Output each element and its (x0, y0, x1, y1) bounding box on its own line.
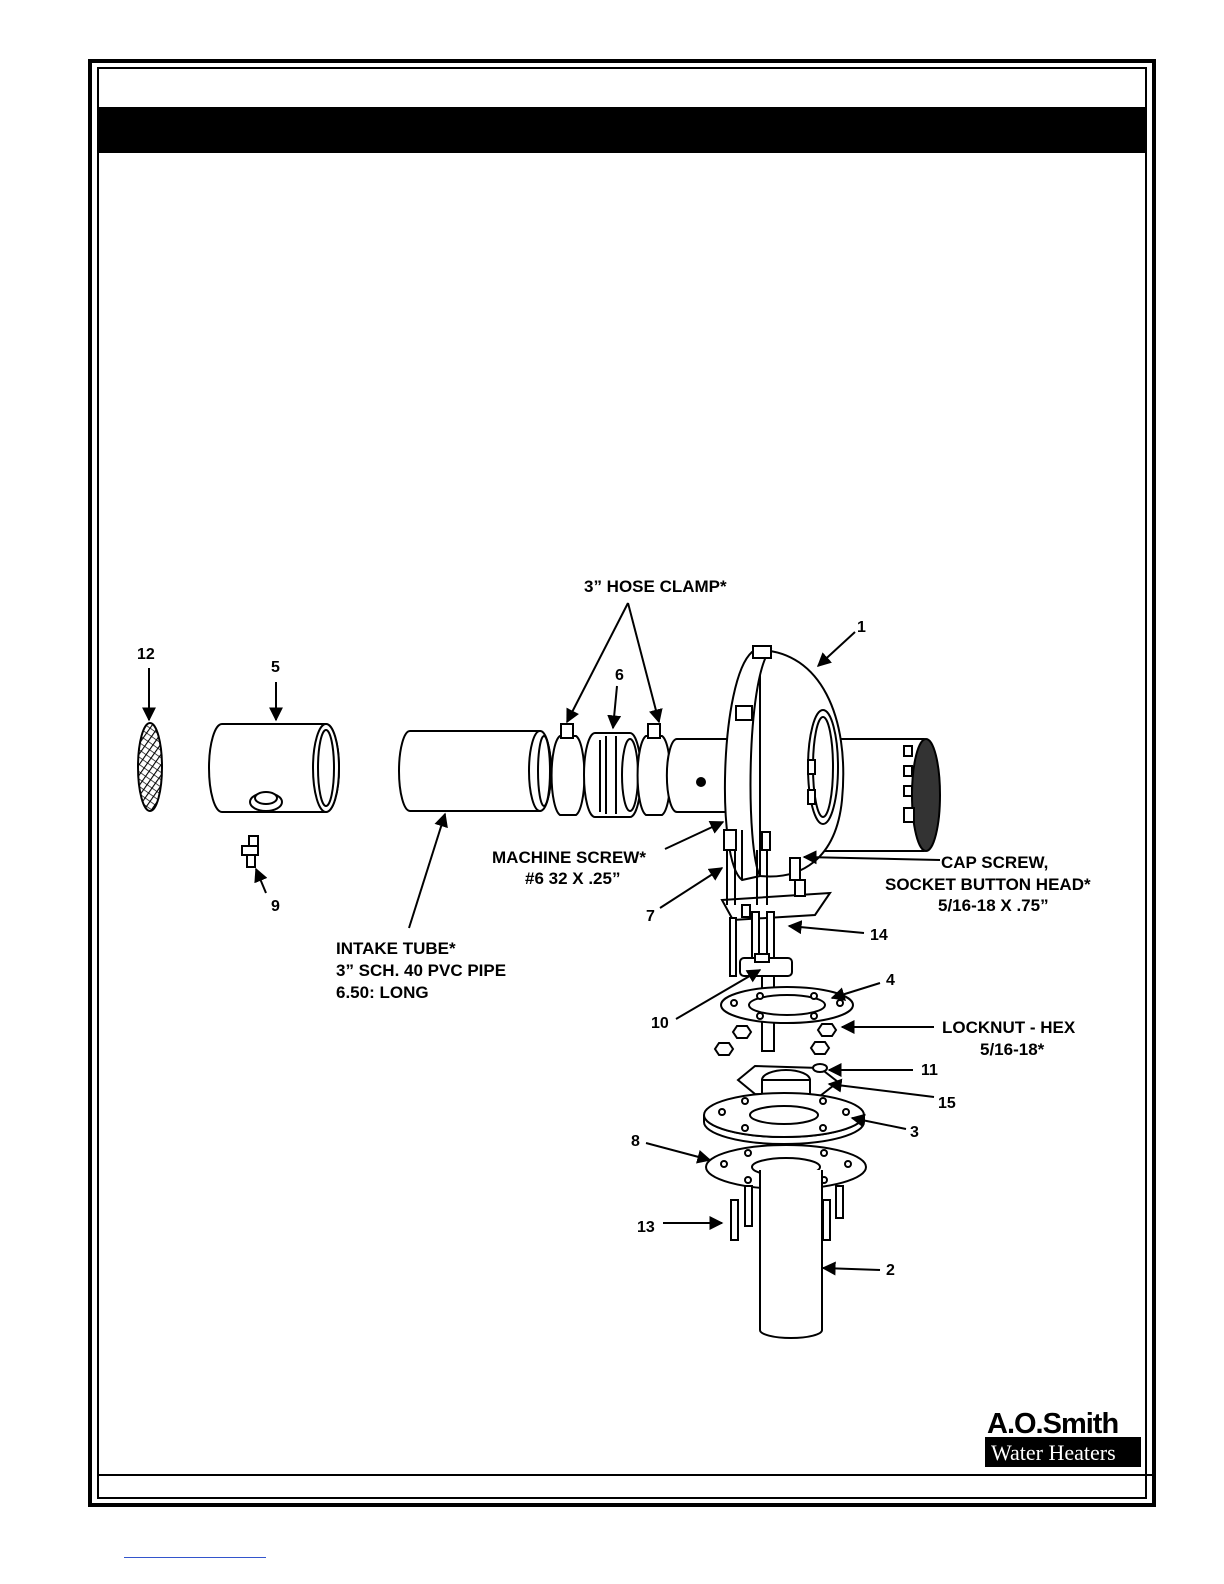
label-intake-tube-2: 3” SCH. 40 PVC PIPE (336, 961, 506, 980)
intake-tube (399, 731, 551, 811)
part-5-tee-fitting (209, 724, 339, 812)
callout-2: 2 (886, 1262, 895, 1279)
part-2-burner-tube (760, 1170, 822, 1338)
callout-11: 11 (921, 1062, 938, 1079)
callout-13: 13 (637, 1219, 655, 1236)
part-4-gasket (721, 987, 853, 1023)
callout-3: 3 (910, 1124, 919, 1141)
callout-9: 9 (271, 898, 280, 915)
callout-14: 14 (870, 927, 888, 944)
logo-name: A.O.Smith (987, 1408, 1118, 1440)
label-intake-tube-3: 6.50: LONG (336, 983, 429, 1002)
hose-clamp-right (638, 724, 671, 815)
part-12-screen (138, 723, 162, 811)
callout-15: 15 (938, 1095, 956, 1112)
locknuts (715, 1024, 836, 1055)
part-3-flange (704, 1093, 864, 1144)
label-intake-tube-1: INTAKE TUBE* (336, 939, 456, 958)
callout-8: 8 (631, 1133, 640, 1150)
part-9-barb-fitting (242, 836, 258, 867)
label-cap-screw-2: SOCKET BUTTON HEAD* (885, 875, 1091, 894)
label-machine-screw-2: #6 32 X .25” (525, 869, 620, 888)
label-cap-screw-1: CAP SCREW, (941, 853, 1048, 872)
ao-smith-logo: A.O.Smith Water Heaters (985, 1408, 1141, 1467)
callout-1: 1 (857, 619, 866, 636)
label-machine-screw-1: MACHINE SCREW* (492, 848, 646, 867)
part-6-coupling (584, 733, 641, 817)
part-1-blower (667, 646, 940, 880)
callout-5: 5 (271, 659, 280, 676)
callout-12: 12 (137, 646, 155, 663)
label-cap-screw-3: 5/16-18 X .75” (938, 896, 1049, 915)
callout-7: 7 (646, 908, 655, 925)
logo-tagline: Water Heaters (991, 1440, 1116, 1465)
hose-clamp-left (552, 724, 585, 815)
callout-6: 6 (615, 667, 624, 684)
label-locknut-2: 5/16-18* (980, 1040, 1045, 1059)
label-locknut-1: LOCKNUT - HEX (942, 1018, 1076, 1037)
callout-4: 4 (886, 972, 895, 989)
label-hose-clamp: 3” HOSE CLAMP* (584, 577, 727, 596)
callout-10: 10 (651, 1015, 669, 1032)
